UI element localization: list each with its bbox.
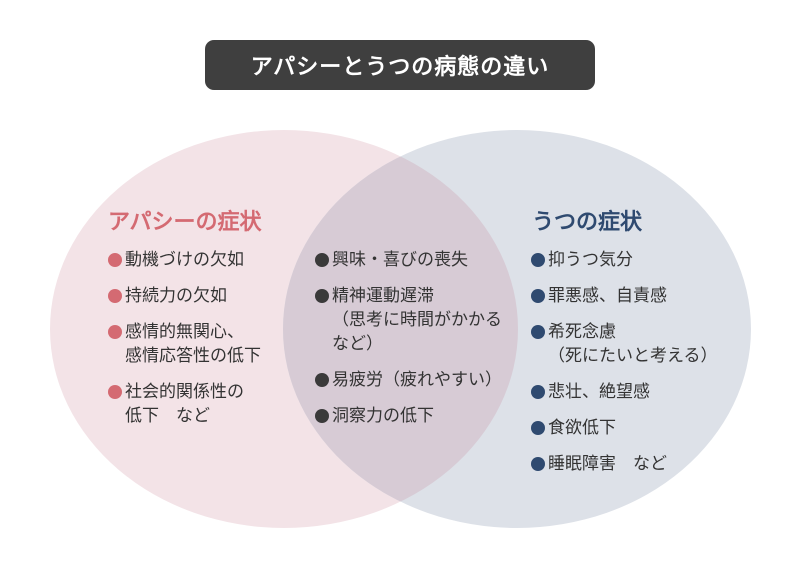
bullet-icon xyxy=(531,385,545,399)
list-item: 希死念慮 （死にたいと考える） xyxy=(531,320,718,368)
list-item: 罪悪感、自責感 xyxy=(531,284,718,308)
depression-item: 悲壮、絶望感 xyxy=(548,382,650,402)
common-item: 興味・喜びの喪失 xyxy=(332,250,468,270)
bullet-icon xyxy=(531,457,545,471)
depression-item: 罪悪感、自責感 xyxy=(548,286,667,306)
overlap-region xyxy=(283,130,518,528)
list-item: 洞察力の低下 xyxy=(315,404,502,428)
list-item: 悲壮、絶望感 xyxy=(531,380,718,404)
list-item: 感情的無関心、 感情応答性の低下 xyxy=(108,320,261,368)
bullet-icon xyxy=(315,253,329,267)
title-banner: アパシーとうつの病態の違い xyxy=(205,40,595,90)
list-item: 興味・喜びの喪失 xyxy=(315,248,502,272)
bullet-icon xyxy=(531,421,545,435)
depression-item: 希死念慮 （死にたいと考える） xyxy=(548,322,718,366)
depression-item: 睡眠障害 など xyxy=(548,454,667,474)
common-item: 洞察力の低下 xyxy=(332,406,434,426)
depression-item: 抑うつ気分 xyxy=(548,250,633,270)
apathy-item: 持続力の欠如 xyxy=(125,286,227,306)
bullet-icon xyxy=(531,325,545,339)
bullet-icon xyxy=(108,253,122,267)
bullet-icon xyxy=(108,385,122,399)
bullet-icon xyxy=(108,289,122,303)
bullet-icon xyxy=(108,325,122,339)
depression-title: うつの症状 xyxy=(532,210,643,235)
common-item: 易疲労（疲れやすい） xyxy=(332,370,502,390)
list-item: 抑うつ気分 xyxy=(531,248,718,272)
bullet-icon xyxy=(315,289,329,303)
list-item: 社会的関係性の 低下 など xyxy=(108,380,261,428)
bullet-icon xyxy=(531,289,545,303)
common-item: 精神運動遅滞 （思考に時間がかかる など） xyxy=(332,286,502,354)
list-item: 動機づけの欠如 xyxy=(108,248,261,272)
bullet-icon xyxy=(315,409,329,423)
apathy-item: 感情的無関心、 感情応答性の低下 xyxy=(125,322,261,366)
depression-list: 抑うつ気分 罪悪感、自責感 希死念慮 （死にたいと考える） 悲壮、絶望感 食欲低… xyxy=(531,248,718,488)
apathy-item: 社会的関係性の 低下 など xyxy=(125,382,244,426)
bullet-icon xyxy=(531,253,545,267)
list-item: 易疲労（疲れやすい） xyxy=(315,368,502,392)
apathy-list: 動機づけの欠如 持続力の欠如 感情的無関心、 感情応答性の低下 社会的関係性の … xyxy=(108,248,261,440)
list-item: 精神運動遅滞 （思考に時間がかかる など） xyxy=(315,284,502,356)
common-list: 興味・喜びの喪失 精神運動遅滞 （思考に時間がかかる など） 易疲労（疲れやすい… xyxy=(315,248,502,440)
list-item: 睡眠障害 など xyxy=(531,452,718,476)
depression-item: 食欲低下 xyxy=(548,418,616,438)
apathy-title: アパシーの症状 xyxy=(108,210,262,235)
diagram-title: アパシーとうつの病態の違い xyxy=(250,55,550,80)
apathy-item: 動機づけの欠如 xyxy=(125,250,244,270)
list-item: 持続力の欠如 xyxy=(108,284,261,308)
bullet-icon xyxy=(315,373,329,387)
list-item: 食欲低下 xyxy=(531,416,718,440)
